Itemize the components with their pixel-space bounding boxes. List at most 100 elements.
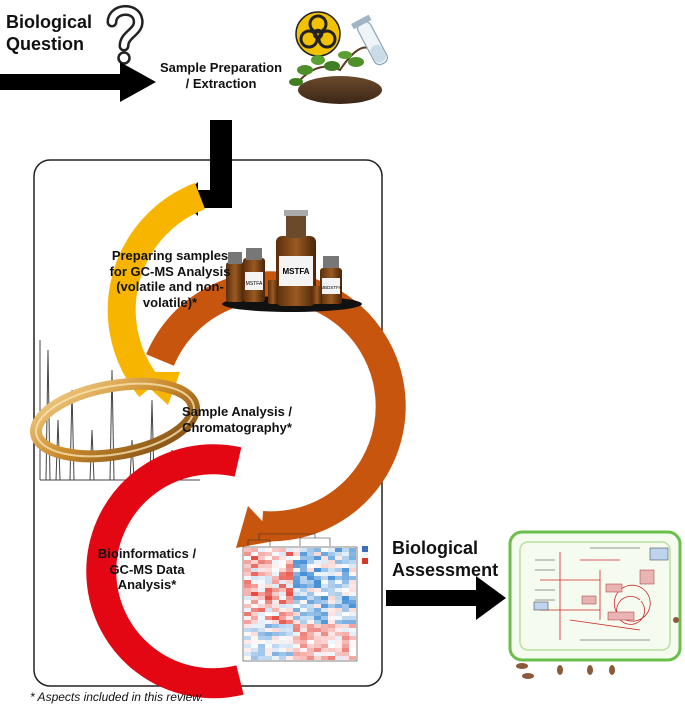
heatmap-cell bbox=[321, 584, 328, 588]
heatmap-cell bbox=[265, 636, 272, 640]
heatmap-cell bbox=[265, 656, 272, 660]
heatmap-cell bbox=[307, 572, 314, 576]
heatmap-cell bbox=[279, 648, 286, 652]
heatmap-cell bbox=[265, 580, 272, 584]
heatmap-cell bbox=[335, 612, 342, 616]
heatmap-cell bbox=[244, 548, 251, 552]
heatmap-cell bbox=[300, 636, 307, 640]
heatmap-cell bbox=[314, 640, 321, 644]
heatmap-cell bbox=[321, 648, 328, 652]
heatmap-cell bbox=[286, 644, 293, 648]
heatmap-cell bbox=[307, 592, 314, 596]
heatmap-cell bbox=[349, 560, 356, 564]
heatmap-cell bbox=[251, 592, 258, 596]
heatmap-cell bbox=[314, 648, 321, 652]
heatmap-cell bbox=[342, 624, 349, 628]
heatmap-cell bbox=[342, 588, 349, 592]
heatmap-cell bbox=[279, 616, 286, 620]
heatmap-cell bbox=[349, 612, 356, 616]
heatmap-cell bbox=[258, 568, 265, 572]
heatmap-cell bbox=[349, 592, 356, 596]
heatmap-cell bbox=[321, 620, 328, 624]
heatmap-cell bbox=[314, 576, 321, 580]
heatmap-cell bbox=[342, 616, 349, 620]
heatmap-cell bbox=[251, 564, 258, 568]
heatmap-cell bbox=[349, 656, 356, 660]
yellow-cycle-arrow bbox=[107, 182, 206, 397]
heatmap-cell bbox=[314, 652, 321, 656]
heatmap-cell bbox=[307, 608, 314, 612]
heatmap-cell bbox=[279, 604, 286, 608]
heatmap-cell bbox=[335, 588, 342, 592]
heatmap-cell bbox=[328, 588, 335, 592]
heatmap-cell bbox=[314, 604, 321, 608]
heatmap-cell bbox=[279, 620, 286, 624]
heatmap-cell bbox=[251, 620, 258, 624]
heatmap-cell bbox=[251, 624, 258, 628]
heatmap-cell bbox=[335, 596, 342, 600]
heatmap-cell bbox=[328, 556, 335, 560]
heatmap-cell bbox=[251, 600, 258, 604]
heatmap-color-key bbox=[362, 552, 368, 558]
question-mark-icon bbox=[106, 5, 144, 65]
heatmap-cell bbox=[272, 620, 279, 624]
heatmap-cell bbox=[349, 568, 356, 572]
heatmap-cell bbox=[328, 568, 335, 572]
heatmap-cell bbox=[300, 604, 307, 608]
heatmap-cell bbox=[342, 656, 349, 660]
heatmap-cell bbox=[349, 580, 356, 584]
heatmap-cell bbox=[342, 560, 349, 564]
heatmap-cell bbox=[244, 568, 251, 572]
heatmap-cell bbox=[244, 584, 251, 588]
heatmap-cell bbox=[286, 584, 293, 588]
heatmap-cell bbox=[307, 620, 314, 624]
heatmap-cell bbox=[321, 656, 328, 660]
heatmap-cell bbox=[258, 616, 265, 620]
heatmap-cell bbox=[314, 656, 321, 660]
heatmap-cell bbox=[300, 628, 307, 632]
heatmap-cell bbox=[307, 648, 314, 652]
heatmap-cell bbox=[293, 644, 300, 648]
heatmap-cell bbox=[293, 656, 300, 660]
heatmap-cell bbox=[300, 624, 307, 628]
heatmap-cell bbox=[335, 640, 342, 644]
heatmap-cell bbox=[328, 560, 335, 564]
heatmap-cell bbox=[293, 560, 300, 564]
heatmap-cell bbox=[314, 608, 321, 612]
heatmap-cell bbox=[314, 584, 321, 588]
heatmap-cell bbox=[251, 652, 258, 656]
heatmap-cell bbox=[272, 588, 279, 592]
heatmap-cell bbox=[293, 604, 300, 608]
heatmap-cell bbox=[265, 600, 272, 604]
heatmap-cell bbox=[258, 656, 265, 660]
cell-pathway-icon bbox=[508, 530, 682, 679]
heatmap-cell bbox=[293, 616, 300, 620]
heatmap-cell bbox=[293, 564, 300, 568]
heatmap-cell bbox=[272, 556, 279, 560]
heatmap-cell bbox=[272, 652, 279, 656]
heatmap-cell bbox=[272, 600, 279, 604]
heatmap-cell bbox=[279, 644, 286, 648]
heatmap-cell bbox=[286, 552, 293, 556]
heatmap-cell bbox=[272, 616, 279, 620]
heatmap-cell bbox=[321, 636, 328, 640]
heatmap-cell bbox=[328, 572, 335, 576]
heatmap-cell bbox=[286, 588, 293, 592]
heatmap-cell bbox=[279, 608, 286, 612]
heatmap-cell bbox=[279, 560, 286, 564]
heatmap-cell bbox=[349, 552, 356, 556]
heatmap-cell bbox=[293, 612, 300, 616]
heatmap-cell bbox=[307, 644, 314, 648]
heatmap-cell bbox=[328, 648, 335, 652]
heatmap-cell bbox=[342, 636, 349, 640]
heatmap-cell bbox=[300, 588, 307, 592]
heatmap-cell bbox=[307, 564, 314, 568]
heatmap-cell bbox=[321, 564, 328, 568]
heatmap-cell bbox=[307, 612, 314, 616]
heatmap-cell bbox=[251, 584, 258, 588]
heatmap-cell bbox=[265, 592, 272, 596]
heatmap-cell bbox=[258, 652, 265, 656]
heatmap-cell bbox=[321, 644, 328, 648]
heatmap-cell bbox=[293, 580, 300, 584]
